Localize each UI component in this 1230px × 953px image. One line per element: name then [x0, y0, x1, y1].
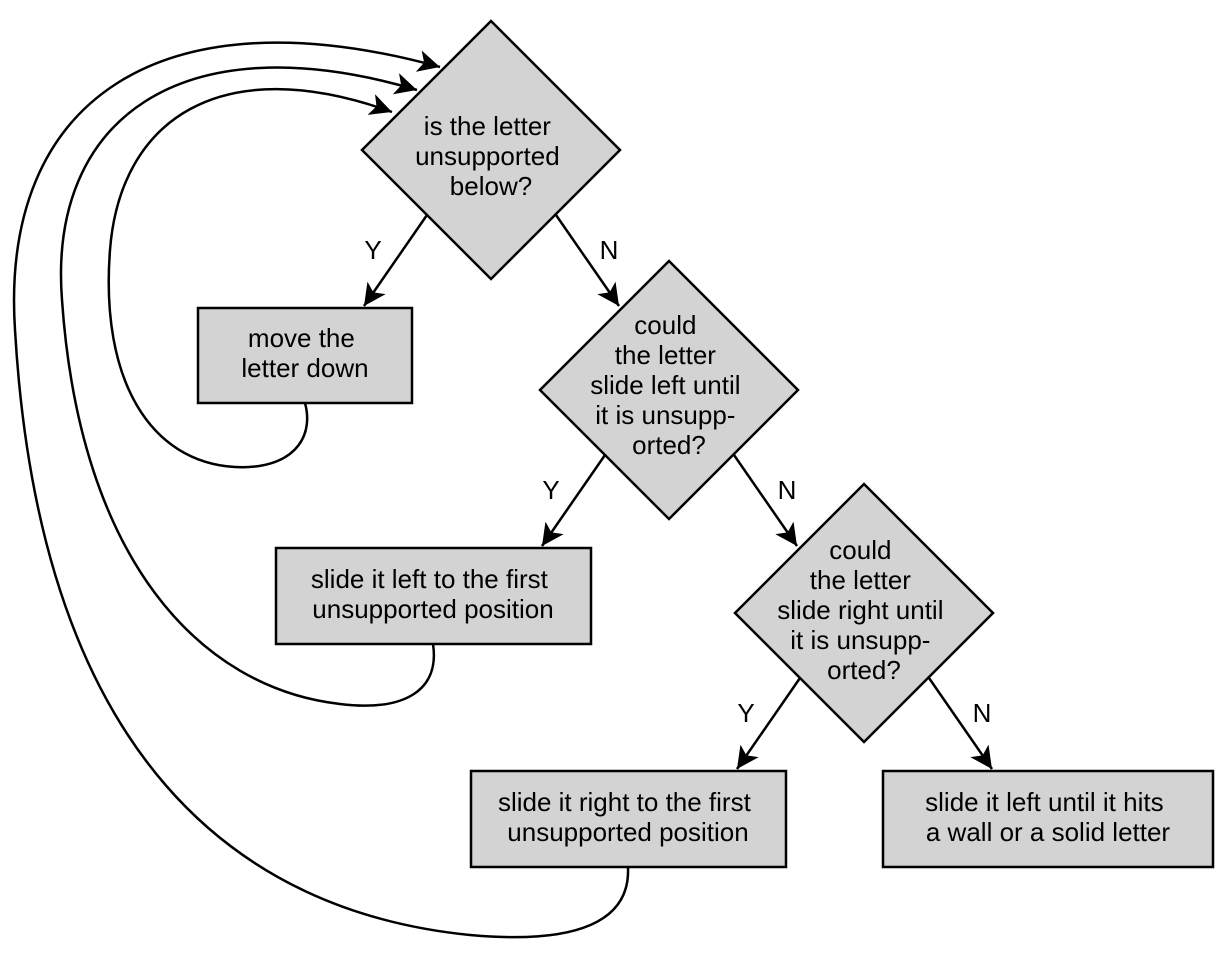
node-line: unsupported [415, 141, 560, 171]
edge-d1-b1 [362, 214, 429, 307]
node-line: could [634, 310, 696, 340]
process-slide-left-first: slide it left to the first unsupported p… [274, 546, 593, 646]
node-line: move the [248, 323, 355, 353]
edge-d3-b4 [927, 677, 994, 770]
edge-d3-b3 [735, 677, 802, 770]
node-line: slide left until [590, 370, 740, 400]
process-text: slide it right to the first unsupported … [498, 787, 758, 847]
edge-label-d2-d3: N [778, 475, 797, 505]
decision-text: could the letter slide left until it is … [590, 310, 748, 460]
process-slide-right-first: slide it right to the first unsupported … [469, 769, 788, 869]
decision-unsupported-below: is the letter unsupported below? [360, 19, 622, 281]
node-line: orted? [632, 430, 706, 460]
node-line: below? [450, 171, 532, 201]
decision-slide-left: could the letter slide left until it is … [538, 259, 800, 521]
process-move-down: move the letter down [196, 306, 414, 405]
process-shape [469, 769, 788, 869]
edge-label-d3-b4: N [973, 698, 992, 728]
edge-d2-b2 [540, 454, 607, 547]
edge-b1-d1 [107, 87, 393, 469]
node-line: letter down [241, 353, 368, 383]
decision-text: is the letter unsupported below? [415, 111, 567, 201]
decision-shape [733, 482, 995, 744]
process-slide-left-wall: slide it left until it hits a wall or a … [881, 769, 1215, 869]
node-line: it is unsupp- [595, 400, 735, 430]
edge-label-d1-d2: N [600, 235, 619, 265]
edge-labels: Y N Y N Y N [364, 235, 991, 728]
node-line: orted? [827, 655, 901, 685]
node-line: the letter [615, 340, 717, 370]
edge-label-d1-b1: Y [364, 235, 381, 265]
edge-b3-d1 [12, 41, 630, 939]
process-shape [274, 546, 593, 646]
edge-label-d2-b2: Y [542, 475, 559, 505]
process-text: slide it left until it hits a wall or a … [925, 787, 1171, 847]
process-shape [881, 769, 1215, 869]
edges [12, 41, 994, 939]
node-line: slide it left until it hits [925, 787, 1163, 817]
edge-d2-d3 [732, 454, 799, 547]
decision-shape [360, 19, 622, 281]
decision-shape [538, 259, 800, 521]
node-line: unsupported position [507, 817, 748, 847]
node-line: a wall or a solid letter [926, 817, 1171, 847]
node-line: is the letter [424, 111, 552, 141]
node-line: slide it left to the first [311, 564, 549, 594]
decision-slide-right: could the letter slide right until it is… [733, 482, 995, 744]
edge-d1-d2 [554, 214, 621, 307]
node-line: unsupported position [312, 594, 553, 624]
node-line: slide right until [777, 595, 943, 625]
process-text: move the letter down [241, 323, 368, 383]
edge-b2-d1 [59, 66, 436, 707]
decision-text: could the letter slide right until it is… [777, 535, 950, 685]
node-line: the letter [810, 565, 912, 595]
process-shape [196, 306, 414, 405]
node-line: slide it right to the first [498, 787, 752, 817]
edge-label-d3-b3: Y [737, 698, 754, 728]
node-line: it is unsupp- [790, 625, 930, 655]
node-line: could [829, 535, 891, 565]
process-text: slide it left to the first unsupported p… [311, 564, 555, 624]
